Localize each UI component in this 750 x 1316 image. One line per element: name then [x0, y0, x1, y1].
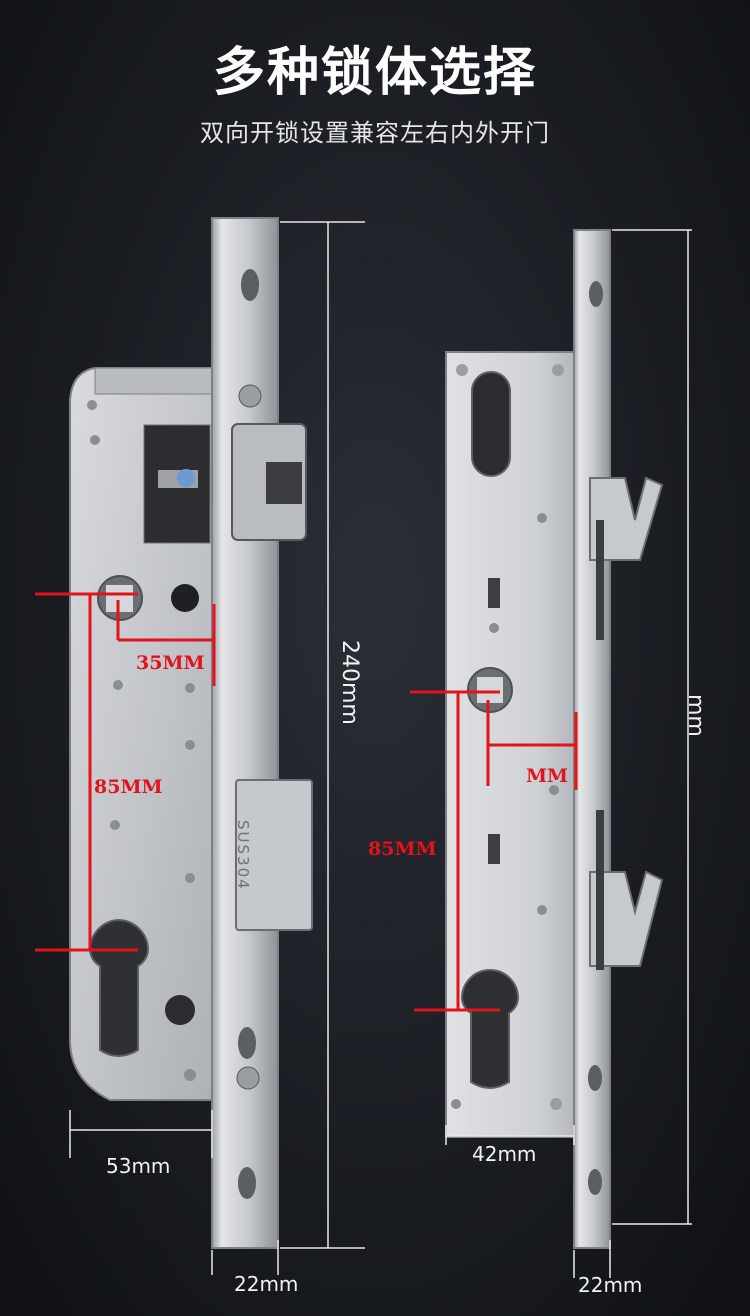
left-rivet	[113, 680, 123, 690]
right-faceplate-channel	[596, 810, 604, 970]
left-lock-case	[69, 367, 213, 1101]
page-subtitle: 双向开锁设置兼容左右内外开门	[200, 119, 550, 147]
left-faceplate-screw-bottom	[236, 1066, 260, 1090]
right-backset-label: MM	[526, 765, 569, 787]
left-rivet	[184, 1069, 196, 1081]
left-lower-hole	[165, 995, 195, 1025]
right-faceplate	[573, 229, 611, 1249]
right-height-label: mm	[683, 694, 708, 737]
right-faceplate-hole-base	[588, 1169, 602, 1195]
material-stamp: SUS304	[234, 820, 252, 891]
left-red-dimensions	[35, 592, 216, 952]
right-rivet	[537, 513, 547, 523]
left-rivet	[185, 740, 195, 750]
right-faceplate-hole	[588, 1065, 602, 1091]
right-cylinder-cutout	[460, 968, 520, 1089]
left-case-top-bracket	[94, 367, 213, 395]
left-faceplate-hole-base	[238, 1167, 256, 1199]
left-aux-hole	[171, 584, 199, 612]
right-spindle-square	[477, 677, 503, 703]
right-rivet	[489, 623, 499, 633]
right-width-label: 42mm	[472, 1142, 537, 1166]
left-mortise-lock	[69, 217, 313, 1249]
right-small-slot	[488, 578, 500, 608]
left-rivet	[185, 873, 195, 883]
right-screw	[552, 364, 564, 376]
left-faceplate-hole-top	[241, 269, 259, 301]
right-center-label: 85MM	[368, 838, 437, 860]
left-faceplate-label: 22mm	[234, 1272, 299, 1296]
left-cylinder-cutout	[88, 918, 150, 1057]
left-rivet	[185, 683, 195, 693]
left-rivet	[87, 400, 97, 410]
left-rivet	[90, 435, 100, 445]
right-red-dimensions	[410, 690, 578, 1012]
right-faceplate-hole-top	[589, 281, 603, 307]
left-width-label: 53mm	[106, 1154, 171, 1178]
left-faceplate-screw-top	[238, 384, 262, 408]
left-rivet	[110, 820, 120, 830]
left-faceplate	[211, 217, 279, 1249]
left-latch-bolt-face	[266, 462, 302, 504]
right-upper-slot	[471, 371, 511, 477]
right-screw	[456, 364, 468, 376]
left-faceplate-hole-bottom	[238, 1027, 256, 1059]
right-rivet	[451, 1099, 461, 1109]
left-backset-label: 35MM	[136, 652, 205, 674]
left-height-label: 240mm	[337, 640, 362, 725]
right-dimension-lines	[445, 229, 692, 1278]
page-title: 多种锁体选择	[212, 43, 537, 103]
right-faceplate-label: 22mm	[578, 1273, 643, 1297]
left-center-label: 85MM	[94, 776, 163, 798]
right-screw	[550, 1098, 562, 1110]
right-small-slot	[488, 834, 500, 864]
right-faceplate-channel	[596, 520, 604, 640]
right-rivet	[537, 905, 547, 915]
right-multipoint-lock	[445, 229, 664, 1249]
left-dimension-lines	[69, 221, 365, 1275]
left-deadbolt	[235, 779, 313, 931]
left-latch-pin	[177, 469, 195, 487]
right-rivet	[549, 785, 559, 795]
